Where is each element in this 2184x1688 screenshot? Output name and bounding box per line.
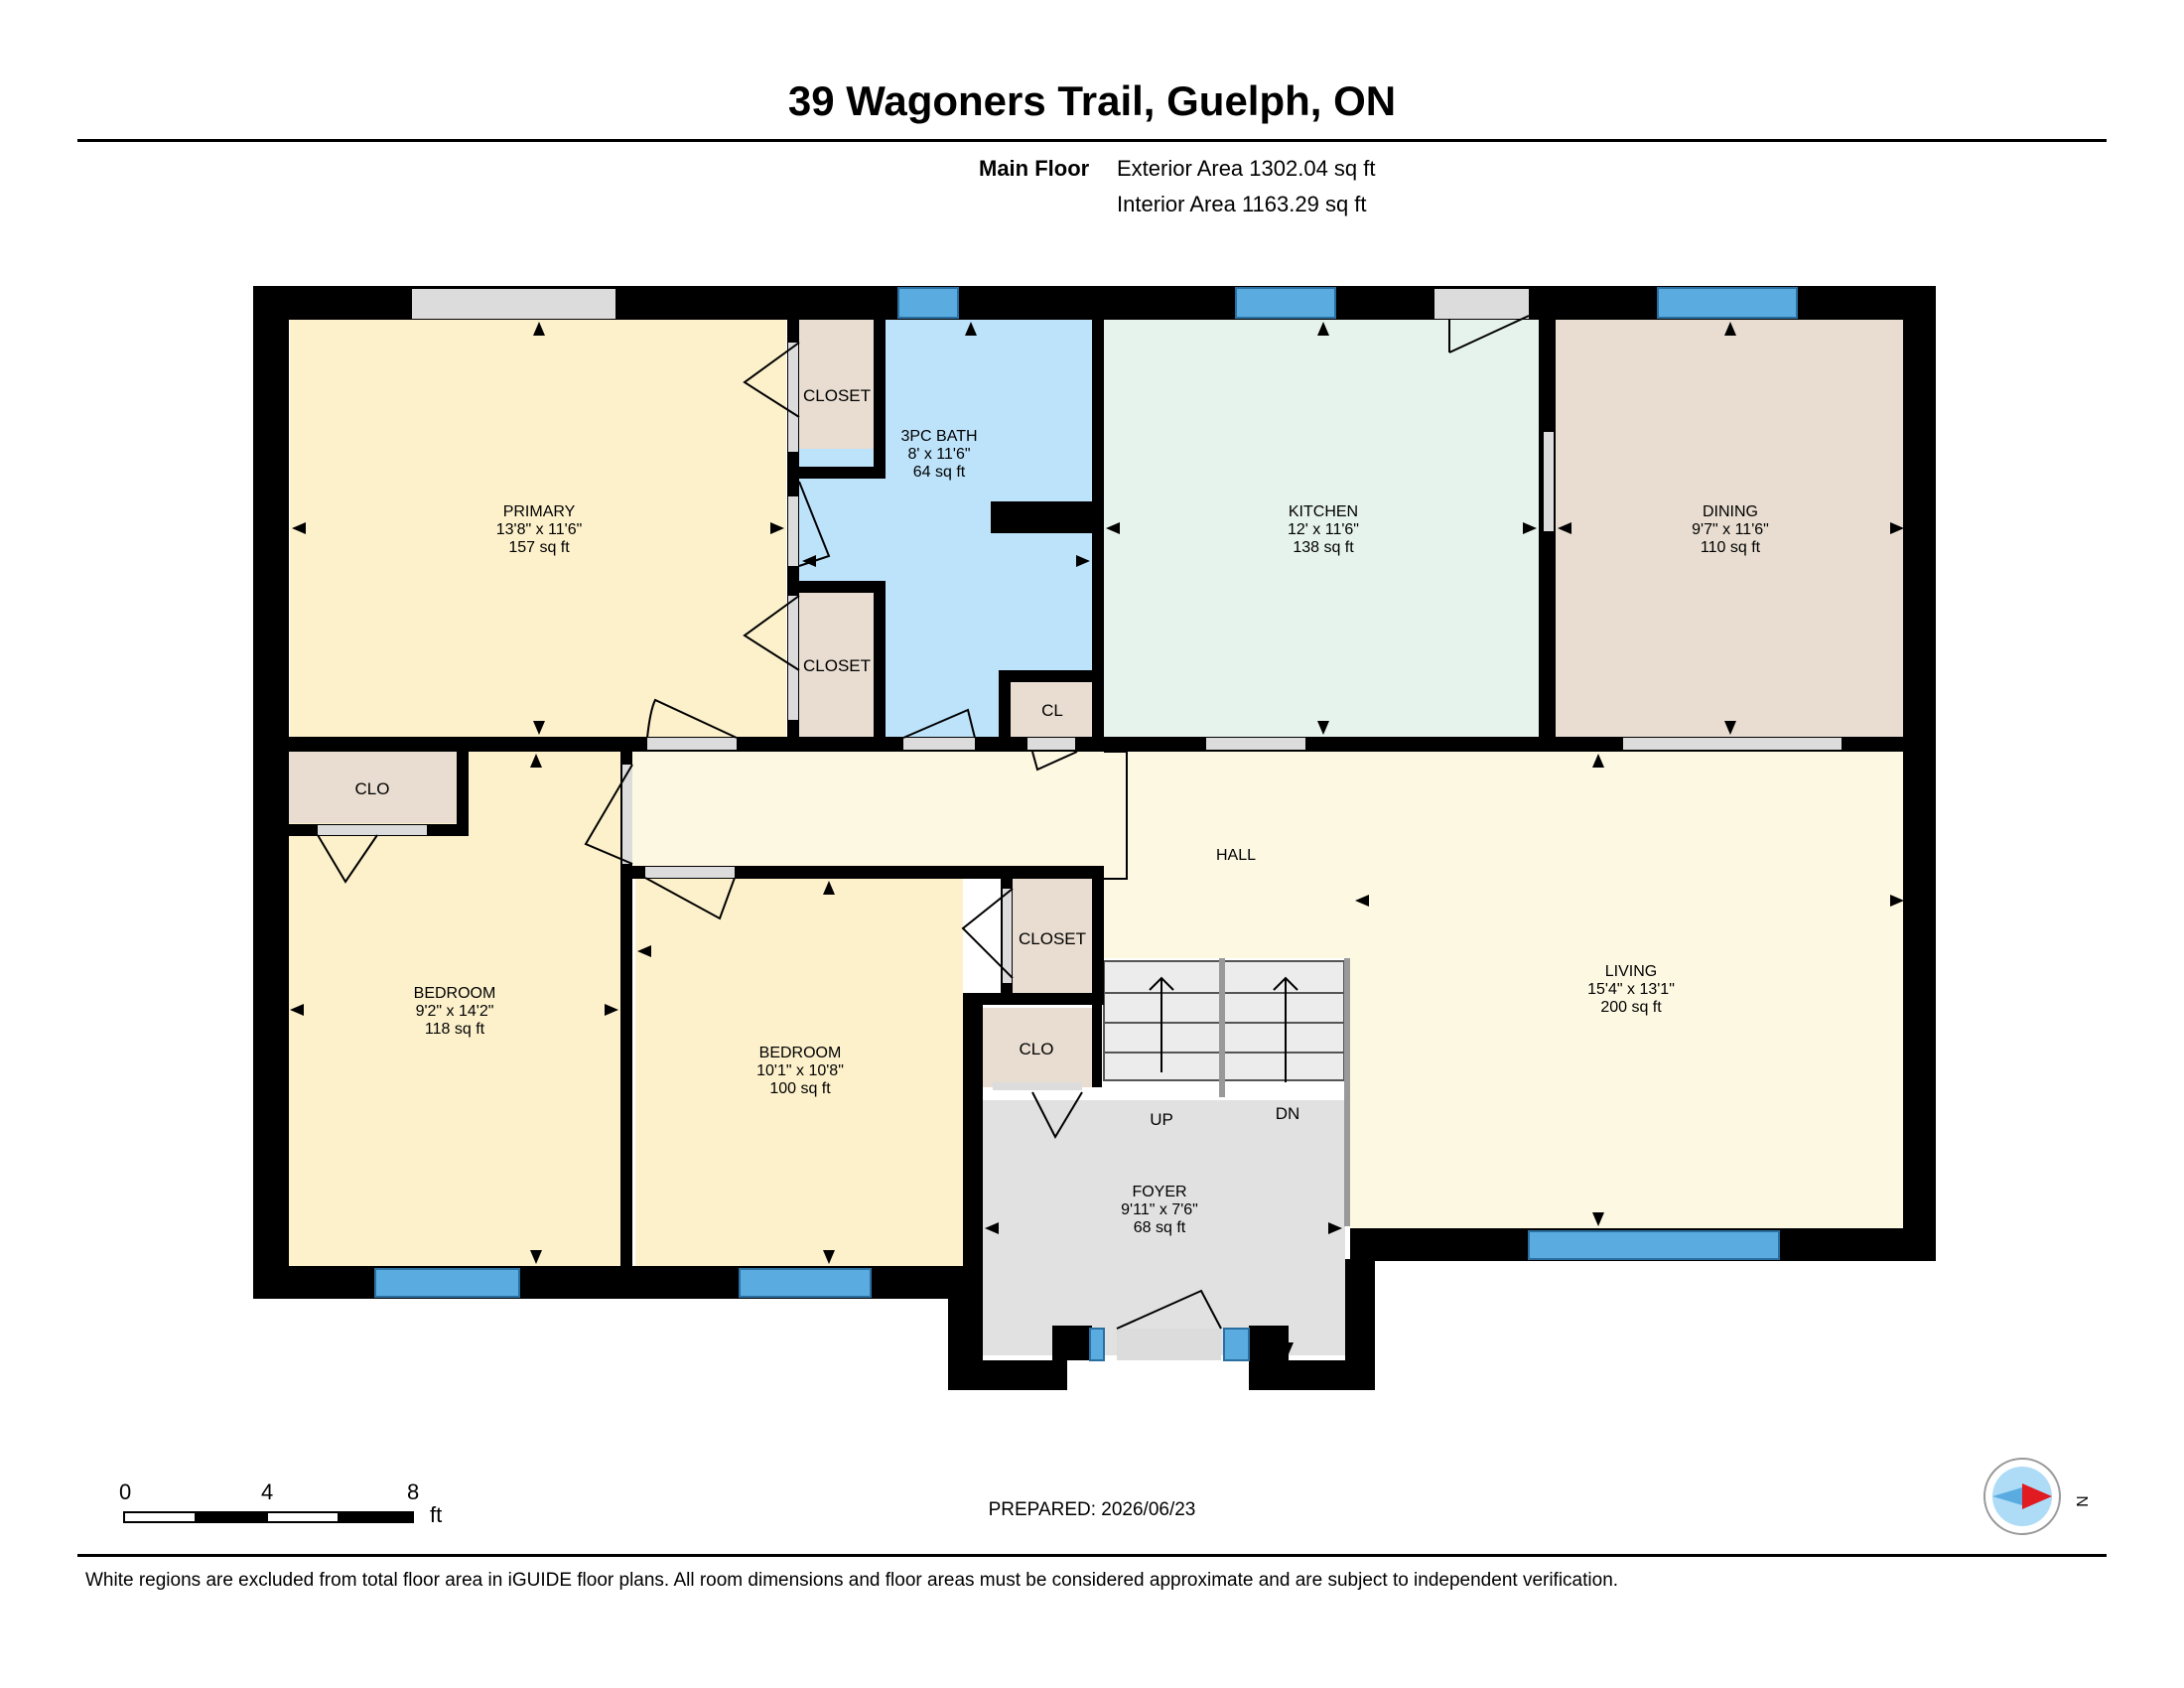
room-bedroom-1-dims: 9'2" x 14'2" [416, 1003, 494, 1020]
room-foyer-dims: 9'11" x 7'6" [1121, 1201, 1198, 1218]
page-title: 39 Wagoners Trail, Guelph, ON [787, 77, 1397, 124]
room-foyer-name: FOYER [1132, 1184, 1186, 1200]
closet-label: CLOSET [803, 386, 871, 405]
room-bedroom-2-dims: 10'1" x 10'8" [756, 1062, 844, 1079]
closet-cl [1011, 682, 1092, 737]
closet-primary-top [799, 320, 874, 449]
room-bedroom-2-name: BEDROOM [759, 1045, 842, 1061]
door-swings [317, 315, 1530, 1330]
closet-label: CL [1041, 701, 1063, 720]
closet-label: CLO [355, 779, 390, 798]
disclaimer-text: White regions are excluded from total fl… [85, 1570, 1619, 1591]
room-primary-dims: 13'8" x 11'6" [496, 521, 583, 538]
windows [374, 287, 1798, 1361]
room-bath-area: 64 sq ft [913, 464, 966, 481]
room-bedroom-1-name: BEDROOM [414, 985, 496, 1002]
room-bedroom-2 [635, 879, 963, 1268]
closet-bed1 [288, 752, 457, 823]
stair-dn-arrow-icon [1273, 976, 1298, 1082]
room-dining [1556, 320, 1906, 737]
room-living-area: 200 sq ft [1600, 999, 1662, 1016]
room-primary-name: PRIMARY [503, 503, 576, 520]
closet-bed2 [1013, 879, 1092, 993]
openings [318, 289, 1842, 1360]
floor-label: Main Floor [979, 156, 1090, 181]
compass-north-label: N [2073, 1495, 2090, 1507]
room-bath-name: 3PC BATH [900, 428, 977, 445]
closet-label: CLOSET [803, 656, 871, 675]
closet-label: CLOSET [1019, 929, 1086, 948]
closet-primary-bottom [799, 592, 874, 737]
closet-foyer [981, 1008, 1092, 1087]
scale-tick-0: 0 [119, 1479, 132, 1504]
compass-icon [1983, 1458, 2061, 1535]
room-dining-name: DINING [1703, 503, 1758, 520]
closet-label: CLO [1020, 1040, 1054, 1058]
stair-dn-label: DN [1276, 1104, 1300, 1123]
room-living [1104, 752, 1906, 1228]
room-hall-name: HALL [1216, 847, 1256, 864]
room-foyer-area: 68 sq ft [1134, 1219, 1186, 1236]
room-primary-area: 157 sq ft [508, 539, 570, 556]
footer-rule [77, 1554, 2107, 1557]
room-dining-area: 110 sq ft [1701, 539, 1761, 556]
room-bedroom-1-area: 118 sq ft [425, 1021, 485, 1038]
stair-rail [1219, 958, 1225, 1097]
room-foyer [983, 1100, 1345, 1355]
room-kitchen [1102, 320, 1539, 737]
interior-area: Interior Area 1163.29 sq ft [1117, 192, 1367, 216]
scale-tick-4: 4 [261, 1479, 274, 1504]
stair-up-label: UP [1150, 1110, 1173, 1129]
room-kitchen-area: 138 sq ft [1293, 539, 1354, 556]
room-bath-dims: 8' x 11'6" [907, 446, 970, 463]
scale-bar [123, 1511, 414, 1523]
room-bedroom-2-area: 100 sq ft [769, 1080, 831, 1097]
room-dining-dims: 9'7" x 11'6" [1692, 521, 1769, 538]
room-living-dims: 15'4" x 13'1" [1587, 981, 1675, 998]
scale-unit: ft [430, 1502, 443, 1527]
exterior-area: Exterior Area 1302.04 sq ft [1117, 156, 1376, 181]
stair-up-arrow-icon [1149, 976, 1174, 1072]
room-bedroom-1 [288, 752, 620, 1268]
room-kitchen-dims: 12' x 11'6" [1288, 521, 1359, 538]
room-primary [290, 320, 786, 737]
room-living-name: LIVING [1605, 963, 1657, 980]
room-kitchen-name: KITCHEN [1289, 503, 1358, 520]
header-rule [77, 139, 2107, 142]
room-hall [630, 752, 1104, 866]
dimension-arrows [290, 322, 1904, 1356]
stair-rail [1344, 958, 1350, 1226]
prepared-date: PREPARED: 2026/06/23 [988, 1499, 1196, 1520]
scale-tick-8: 8 [407, 1479, 420, 1504]
